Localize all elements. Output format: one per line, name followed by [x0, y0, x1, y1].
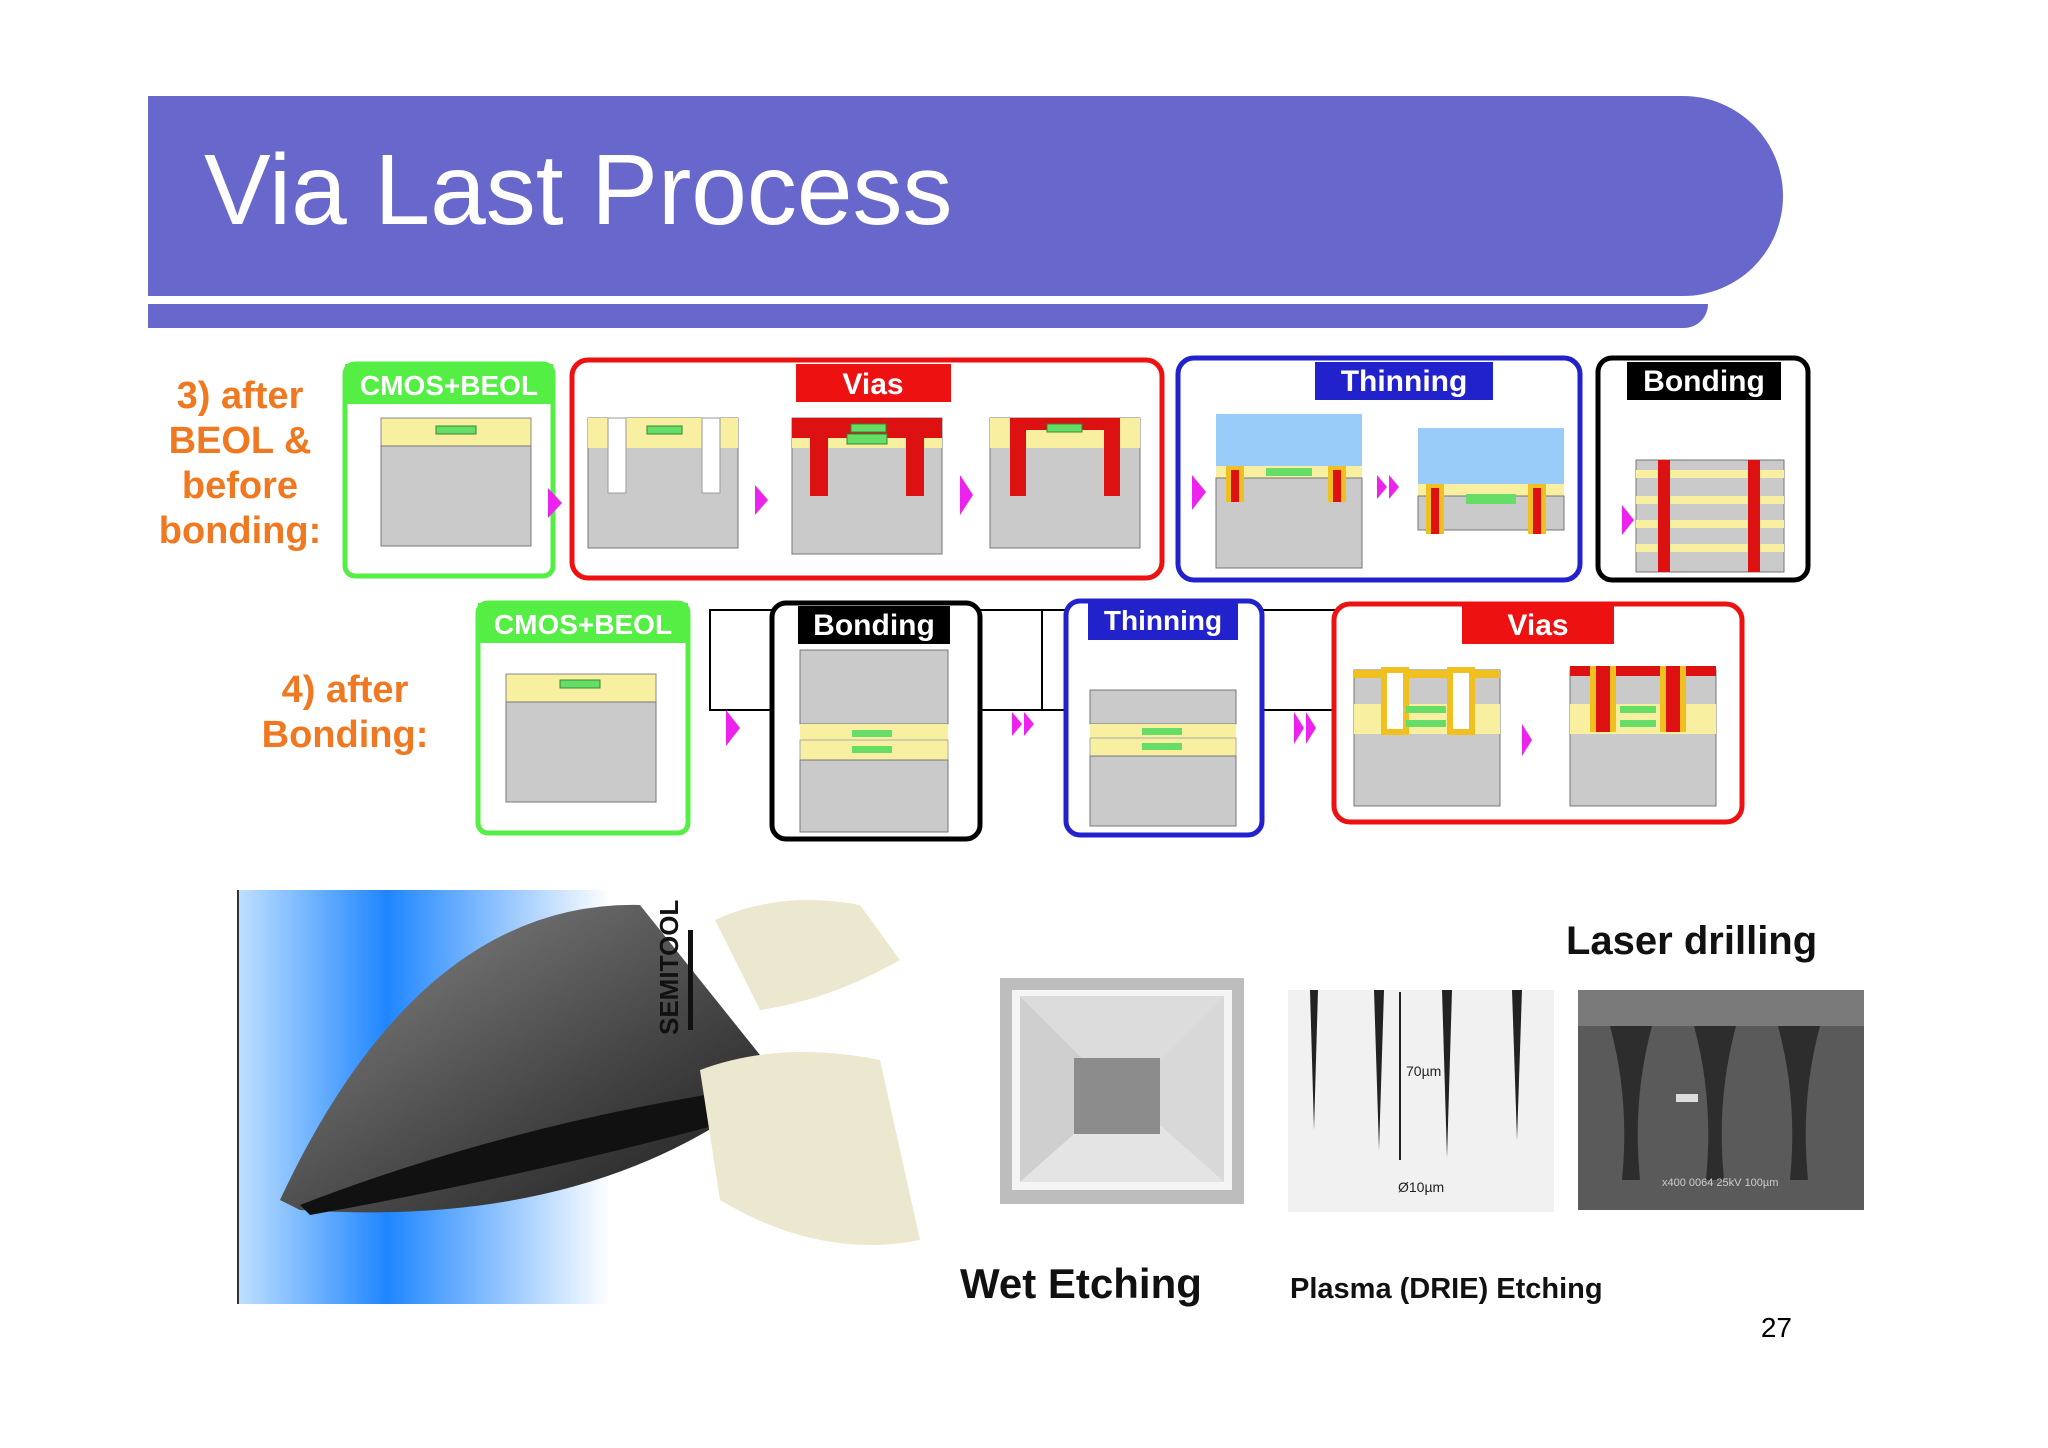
- title-underline: [148, 296, 1696, 304]
- row3-cmos-box: CMOS+BEOL: [342, 361, 556, 579]
- arrow: [1522, 724, 1532, 756]
- row3-bonding-label: Bonding: [1643, 365, 1765, 398]
- drie-depth: 70µm: [1406, 1063, 1441, 1079]
- page-number: 27: [1760, 1312, 1792, 1343]
- row3-label-line: BEOL &: [168, 420, 312, 462]
- row3-thinning-box: Thinning: [1175, 355, 1583, 583]
- drie-etching-image: 70µm Ø10µm: [1288, 990, 1554, 1212]
- row4-thinning-box: Thinning: [1063, 598, 1265, 838]
- arrow: [1012, 712, 1022, 736]
- plasma-etching-label: Plasma (DRIE) Etching: [1290, 1273, 1603, 1305]
- row4-label-line: Bonding:: [261, 714, 429, 756]
- row4-vias-label: Vias: [1507, 609, 1568, 642]
- title-bar-base: [148, 304, 1708, 328]
- arrow: [548, 488, 562, 518]
- row3-label: 3) after BEOL & before bonding:: [150, 374, 330, 554]
- arrow: [755, 485, 768, 515]
- row3-label-line: 3) after: [176, 375, 304, 417]
- row4-cmos-label: CMOS+BEOL: [494, 609, 672, 640]
- sem-caption: x400 0064 25kV 100µm: [1662, 1177, 1778, 1189]
- row4-bonding-box: Bonding: [769, 600, 983, 842]
- arrow: [1622, 505, 1634, 535]
- arrow: [726, 710, 740, 746]
- row4-label-line: 4) after: [281, 669, 409, 711]
- row3-thinning-label: Thinning: [1341, 365, 1468, 398]
- row3-label-line: bonding:: [158, 510, 322, 552]
- wafer-brand: SEMITOOL: [654, 900, 684, 1035]
- row3-vias-label: Vias: [842, 368, 903, 401]
- arrow: [1192, 475, 1206, 510]
- wet-etching-label: Wet Etching: [960, 1260, 1202, 1307]
- row4-vias-box: Vias: [1331, 601, 1745, 825]
- arrow: [1294, 712, 1304, 744]
- arrow: [1377, 475, 1387, 499]
- row4-bonding-label: Bonding: [813, 609, 935, 642]
- row4-cmos-box: CMOS+BEOL: [475, 600, 691, 836]
- laser-drilling-label: Laser drilling: [1566, 919, 1817, 963]
- wet-etching-image: [1000, 978, 1244, 1204]
- row4-label: 4) after Bonding:: [250, 668, 440, 758]
- row3-vias-box: Vias: [569, 357, 1165, 581]
- row3-bonding-box: Bonding: [1595, 355, 1811, 583]
- row3-cmos-label: CMOS+BEOL: [360, 370, 538, 401]
- laser-drilling-image: x400 0064 25kV 100µm: [1578, 990, 1864, 1210]
- drie-diameter: Ø10µm: [1398, 1179, 1444, 1195]
- slide-title: Via Last Process: [204, 134, 953, 246]
- arrow: [960, 475, 973, 515]
- row4-thinning-label: Thinning: [1104, 605, 1222, 636]
- row3-label-line: before: [181, 465, 299, 507]
- wafer-photo: SEMITOOL: [237, 890, 920, 1304]
- title-bar: [148, 96, 1783, 296]
